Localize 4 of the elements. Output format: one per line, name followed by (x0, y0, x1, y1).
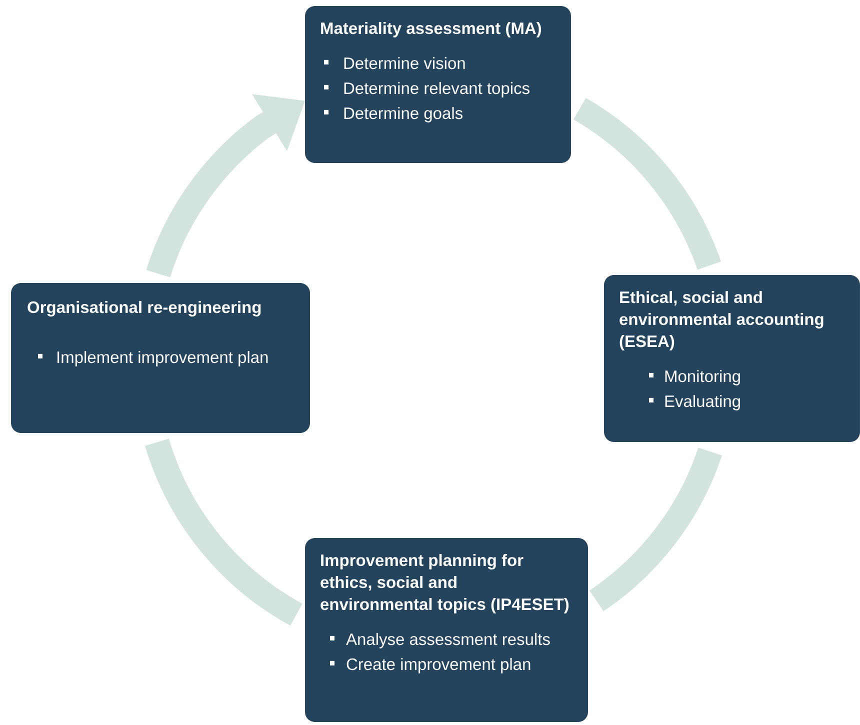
process-box: Organisational re-engineering Implement improvement plan (11, 283, 310, 433)
process-box: Improvement planning for ethics, social and environmental topics (IP4ESET) Analyse assessment results Create improvement plan (305, 538, 588, 722)
process-box: Materiality assessment (MA) Determine vision Determine relevant topics Determine goals (305, 6, 571, 163)
process-box: Ethical, social and environmental accounting (ESEA) Monitoring Evaluating (604, 274, 860, 442)
